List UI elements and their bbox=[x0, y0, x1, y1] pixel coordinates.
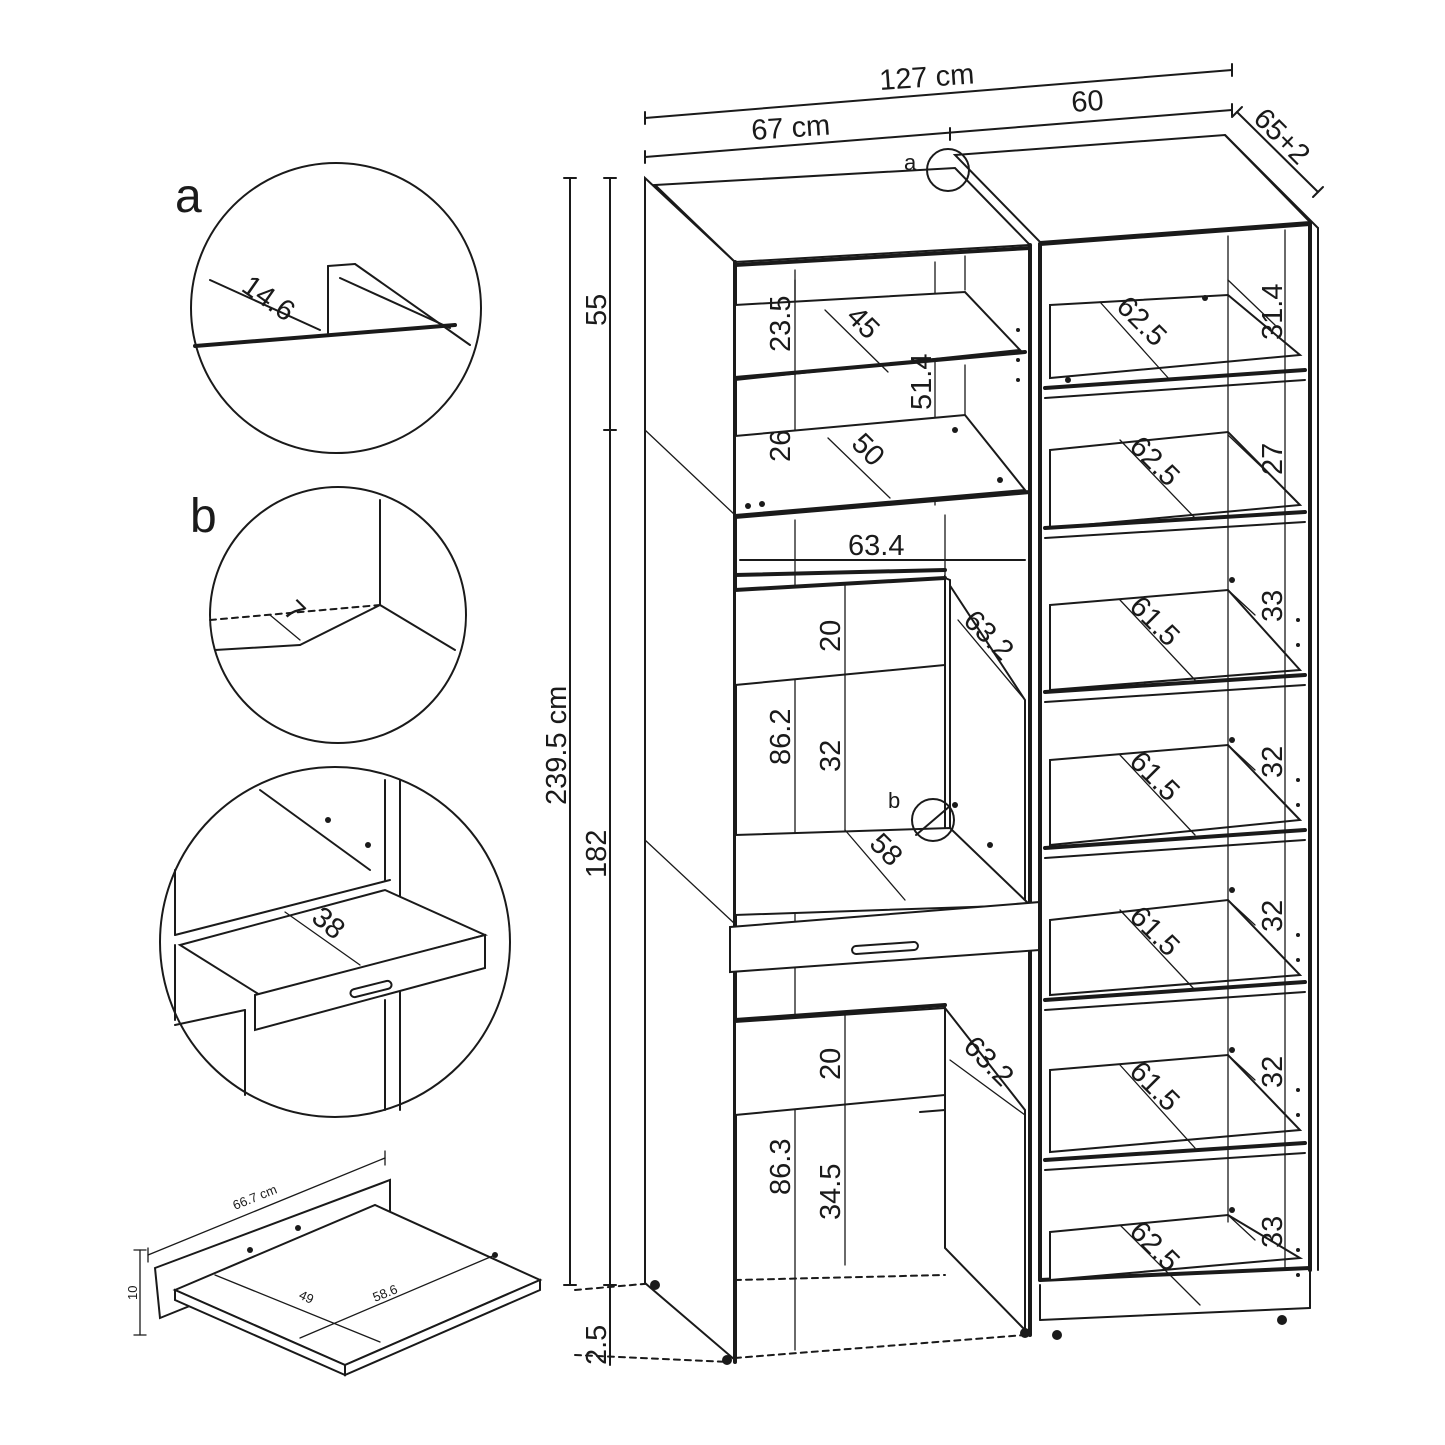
detail-pullout: 66.7 cm 10 49 58.6 bbox=[125, 1150, 543, 1377]
dim-right-h4: 32 bbox=[1257, 746, 1289, 778]
vertical-dimensions: 239.5 cm 55 182 2.5 bbox=[541, 177, 731, 1366]
dim-right-h3: 33 bbox=[1257, 590, 1289, 622]
top-section-label: 55 bbox=[581, 294, 613, 326]
marker-b-label: b bbox=[888, 788, 900, 813]
lower-section-label: 182 bbox=[581, 830, 613, 878]
right-shelf-5 bbox=[1043, 898, 1307, 1011]
dim-right-h1: 31.4 bbox=[1257, 284, 1289, 340]
marker-a: a bbox=[904, 148, 970, 192]
dim-right-h6: 32 bbox=[1257, 1056, 1289, 1088]
detail-a: a 14.6 bbox=[175, 162, 482, 454]
right-shelf-3 bbox=[1043, 588, 1307, 703]
detail-b: b 7 bbox=[190, 486, 467, 744]
right-shelf-4 bbox=[1043, 743, 1307, 859]
left-width-label: 67 cm bbox=[750, 110, 831, 147]
dim-34-5: 34.5 bbox=[815, 1164, 847, 1220]
right-shelf-7 bbox=[1049, 1213, 1304, 1282]
detail-b-label: b bbox=[190, 490, 217, 543]
feet-label: 2.5 bbox=[581, 1325, 613, 1365]
dim-86-3: 86.3 bbox=[765, 1139, 797, 1195]
dim-63-4: 63.4 bbox=[848, 530, 904, 562]
right-shelf-6 bbox=[1043, 1053, 1307, 1171]
dim-86-2: 86.2 bbox=[765, 709, 797, 765]
dim-26: 26 bbox=[765, 430, 797, 462]
dim-23-5: 23.5 bbox=[765, 296, 797, 352]
left-cabinet-dimensions: 23.5 45 51.4 26 50 63.4 20 63.2 86.2 32 … bbox=[739, 279, 1026, 1220]
overall-dimensions: 127 cm 67 cm 60 65+2 bbox=[644, 58, 1324, 198]
pullout-width-label: 66.7 cm bbox=[231, 1182, 280, 1213]
left-cabinet bbox=[644, 166, 1041, 1365]
dim-right-h7: 33 bbox=[1257, 1216, 1289, 1248]
pullout-depth1-label: 49 bbox=[297, 1287, 316, 1307]
right-width-label: 60 bbox=[1070, 85, 1104, 119]
dim-right-h2: 27 bbox=[1257, 443, 1289, 475]
total-height-label: 239.5 cm bbox=[541, 686, 573, 805]
depth-label: 65+2 bbox=[1247, 102, 1316, 171]
marker-b: b bbox=[888, 788, 955, 842]
detail-drawer: 38 bbox=[159, 766, 511, 1118]
dim-32-left: 32 bbox=[815, 740, 847, 772]
dim-right-h5: 32 bbox=[1257, 900, 1289, 932]
right-shelf-2 bbox=[1043, 430, 1307, 539]
marker-a-label: a bbox=[904, 150, 917, 175]
dim-51-4: 51.4 bbox=[906, 354, 938, 410]
detail-a-value: 14.6 bbox=[236, 270, 301, 329]
dim-20-lower: 20 bbox=[815, 1048, 847, 1080]
right-cabinet bbox=[952, 133, 1319, 1340]
total-width-label: 127 cm bbox=[878, 58, 975, 97]
pullout-height-label: 10 bbox=[125, 1286, 140, 1300]
dim-20-upper: 20 bbox=[815, 620, 847, 652]
detail-a-label: a bbox=[175, 170, 202, 223]
detail-b-value: 7 bbox=[277, 594, 311, 628]
